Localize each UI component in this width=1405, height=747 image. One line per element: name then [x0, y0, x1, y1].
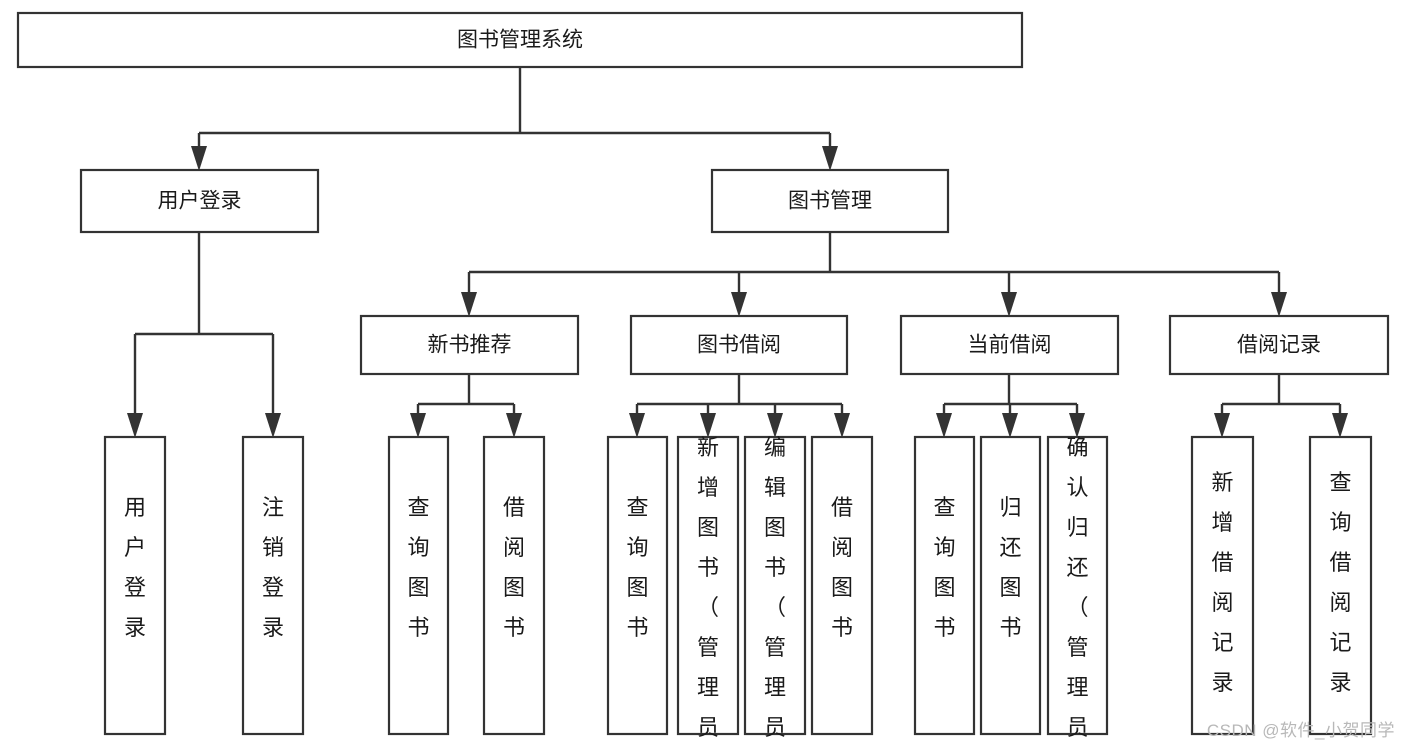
leaf-br-query-record-label: 查询借阅记录 [1329, 470, 1351, 695]
node-root[interactable]: 图书管理系统 [16, 11, 1024, 69]
leaf-br-add-record-label: 新增借阅记录 [1211, 470, 1233, 695]
leaf-cb-return-book[interactable]: 归还图书 [979, 435, 1042, 736]
node-user-login-label: 用户登录 [158, 190, 242, 213]
leaf-bb-query-book-label: 查询图书 [626, 495, 648, 640]
leaf-nb-query-book-label: 查询图书 [407, 495, 429, 640]
arrow-icon-current-borrow [1001, 292, 1017, 317]
leaf-bb-edit-book-admin-label: 编辑图书（管理员） [764, 435, 786, 747]
node-root-box[interactable] [16, 11, 1024, 69]
node-borrow-record-label: 借阅记录 [1237, 334, 1321, 357]
node-borrow-record[interactable]: 借阅记录 [1168, 314, 1390, 376]
node-borrow-record-box[interactable] [1168, 314, 1390, 376]
arrow-icon-borrow-record [1271, 292, 1287, 317]
node-user-login[interactable]: 用户登录 [79, 168, 320, 234]
node-user-login-box[interactable] [79, 168, 320, 234]
leaf-cb-return-book-label: 归还图书 [999, 495, 1021, 640]
arrow-icon-leaf-cb-3 [1069, 413, 1085, 438]
arrow-icon-leaf-user-logout [265, 413, 281, 438]
leaf-bb-edit-book-admin-box[interactable] [743, 435, 807, 736]
node-new-book-recommend[interactable]: 新书推荐 [359, 314, 580, 376]
arrow-icon-leaf-bb-3 [767, 413, 783, 438]
leaf-cb-query-book-label: 查询图书 [933, 495, 955, 640]
leaf-br-add-record[interactable]: 新增借阅记录 [1190, 435, 1255, 736]
arrow-icon-leaf-bb-4 [834, 413, 850, 438]
leaf-br-query-record[interactable]: 查询借阅记录 [1308, 435, 1373, 736]
leaf-nb-borrow-book-label: 借阅图书 [503, 495, 525, 640]
leaf-user-logout[interactable]: 注销登录 [241, 435, 305, 736]
node-root-label: 图书管理系统 [457, 29, 583, 52]
leaf-cb-confirm-return-admin-label: 确认归还（管理员） [1066, 435, 1088, 747]
leaf-user-login-label: 用户登录 [124, 495, 146, 640]
arrow-icon-user-login [191, 146, 207, 171]
node-current-borrow-box[interactable] [899, 314, 1120, 376]
leaf-br-query-record-box[interactable] [1308, 435, 1373, 736]
leaf-nb-query-book-box[interactable] [387, 435, 450, 736]
leaf-bb-query-book[interactable]: 查询图书 [606, 435, 669, 736]
arrow-icon-leaf-br-2 [1332, 413, 1348, 438]
node-book-management-box[interactable] [710, 168, 950, 234]
leaf-cb-confirm-return-admin[interactable]: 确认归还（管理员） [1046, 435, 1109, 747]
leaf-user-logout-box[interactable] [241, 435, 305, 736]
leaf-bb-edit-book-admin[interactable]: 编辑图书（管理员） [743, 435, 807, 747]
leaf-bb-query-book-box[interactable] [606, 435, 669, 736]
leaf-cb-query-book[interactable]: 查询图书 [913, 435, 976, 736]
node-new-book-recommend-box[interactable] [359, 314, 580, 376]
leaf-bb-borrow-book-box[interactable] [810, 435, 874, 736]
arrow-icon-leaf-cb-1 [936, 413, 952, 438]
node-book-management-label: 图书管理 [788, 190, 872, 213]
arrow-icon-leaf-bb-2 [700, 413, 716, 438]
node-book-management[interactable]: 图书管理 [710, 168, 950, 234]
leaf-bb-borrow-book[interactable]: 借阅图书 [810, 435, 874, 736]
leaf-user-logout-label: 注销登录 [262, 495, 284, 640]
arrow-icon-book-borrow [731, 292, 747, 317]
leaf-nb-query-book[interactable]: 查询图书 [387, 435, 450, 736]
leaf-nb-borrow-book[interactable]: 借阅图书 [482, 435, 546, 736]
connector-layer [127, 67, 1348, 438]
arrow-icon-leaf-user-login [127, 413, 143, 438]
arrow-icon-leaf-cb-2 [1002, 413, 1018, 438]
node-current-borrow[interactable]: 当前借阅 [899, 314, 1120, 376]
leaf-bb-add-book-admin-label: 新增图书（管理员） [697, 435, 719, 747]
leaf-br-add-record-box[interactable] [1190, 435, 1255, 736]
leaf-user-login-box[interactable] [103, 435, 167, 736]
node-book-borrow-box[interactable] [629, 314, 849, 376]
arrow-icon-leaf-nb-1 [410, 413, 426, 438]
arrow-icon-book-mgmt [822, 146, 838, 171]
leaf-nb-borrow-book-box[interactable] [482, 435, 546, 736]
arrow-icon-leaf-nb-2 [506, 413, 522, 438]
leaf-bb-borrow-book-label: 借阅图书 [831, 495, 853, 640]
node-book-borrow-label: 图书借阅 [697, 334, 781, 357]
leaf-cb-confirm-return-admin-box[interactable] [1046, 435, 1109, 736]
leaf-cb-return-book-box[interactable] [979, 435, 1042, 736]
arrow-icon-leaf-bb-1 [629, 413, 645, 438]
leaf-bb-add-book-admin-box[interactable] [676, 435, 740, 736]
arrow-icon-new-book-rec [461, 292, 477, 317]
node-current-borrow-label: 当前借阅 [968, 334, 1052, 357]
leaf-cb-query-book-box[interactable] [913, 435, 976, 736]
leaf-user-login[interactable]: 用户登录 [103, 435, 167, 736]
arrow-icon-leaf-br-1 [1214, 413, 1230, 438]
leaf-bb-add-book-admin[interactable]: 新增图书（管理员） [676, 435, 740, 747]
node-new-book-recommend-label: 新书推荐 [428, 334, 512, 357]
node-book-borrow[interactable]: 图书借阅 [629, 314, 849, 376]
